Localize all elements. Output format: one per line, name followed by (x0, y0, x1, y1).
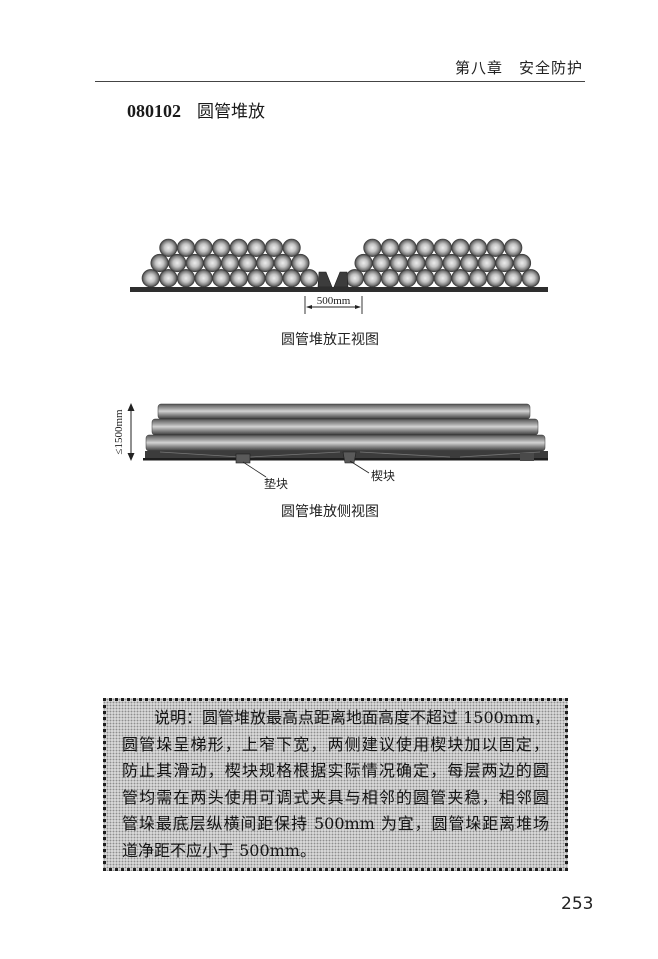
pipe-end (504, 269, 523, 288)
pad-label: 垫块 (264, 477, 289, 491)
support-brace (459, 451, 541, 458)
pipe-end (264, 238, 284, 257)
pipe-end (150, 253, 169, 273)
pipe-end (460, 253, 479, 273)
pad-leader-line (242, 461, 267, 478)
pipe-end (282, 238, 301, 257)
side-view-caption: 圆管堆放侧视图 (281, 504, 379, 520)
height-arrow-bottom (127, 453, 135, 461)
wedge-leader-line (349, 460, 370, 474)
pipe-end (416, 269, 435, 288)
pipe-end (203, 253, 222, 273)
support-brace (159, 451, 241, 458)
pipe-end (486, 269, 505, 288)
pipe-end (176, 269, 196, 288)
pipe-end (468, 269, 488, 288)
pipe-end (363, 269, 382, 288)
pipe-end (521, 269, 540, 288)
pipe-side-middle (151, 418, 539, 436)
pipe-end (300, 269, 319, 288)
front-view-illustration: 500mm (130, 238, 548, 314)
note-line: 道净距不应小于 500mm。 (122, 840, 316, 860)
dimension-arrow-right (355, 305, 361, 309)
pipe-end (380, 269, 400, 288)
pipe-end (433, 269, 452, 288)
pipe-end (264, 269, 284, 288)
page-number: 253 (561, 894, 594, 914)
wedge-block-left (317, 271, 333, 288)
pipe-end (273, 253, 292, 273)
pipe-end (380, 238, 400, 257)
dimension-arrow-left (306, 305, 312, 309)
pipe-end (416, 238, 435, 257)
header-rule (95, 81, 585, 82)
section-name: 圆管堆放 (197, 102, 265, 122)
pipe-end (451, 238, 470, 257)
pipe-end (212, 238, 231, 257)
pipe-end (229, 269, 248, 288)
pipe-side-bottom (145, 434, 546, 452)
pipe-end (389, 253, 408, 273)
height-dimension-label: ≤1500mm (113, 409, 125, 455)
pipe-end (229, 238, 248, 257)
pipe-end (468, 238, 488, 257)
pipe-end (442, 253, 461, 273)
chapter-header: 第八章 安全防护 (454, 59, 583, 77)
pipe-end (398, 269, 417, 288)
pipe-end (256, 253, 275, 273)
pipe-end (398, 238, 417, 257)
pipe-end (185, 253, 204, 273)
pipe-stacks-front (141, 238, 540, 288)
pipe-end (247, 238, 266, 257)
wedge-label: 楔块 (371, 469, 396, 483)
pipe-end (194, 238, 213, 257)
pipe-end (220, 253, 240, 273)
note-line: 管垛最底层纵横间距保持 500mm 为宜，圆管垛距离堆场 (122, 814, 549, 833)
pipe-end (477, 253, 496, 273)
note-line: 说明：圆管堆放最高点距离地面高度不超过 1500mm， (154, 708, 551, 727)
pipe-end (407, 253, 426, 273)
pipe-end (424, 253, 444, 273)
ground-bar (130, 287, 548, 292)
pipe-end (345, 269, 364, 288)
wedge-block-right (333, 271, 349, 288)
pipe-end (238, 253, 257, 273)
pipe-end (451, 269, 470, 288)
support-brace (359, 451, 451, 458)
support-block-end (520, 453, 534, 461)
pipe-end (176, 238, 196, 257)
pad-block (235, 453, 251, 464)
pipe-end (247, 269, 266, 288)
pipe-end (159, 269, 178, 288)
pipe-side-top (157, 403, 531, 420)
section-title: 080102 圆管堆放 (127, 97, 265, 122)
pipe-end (159, 238, 178, 257)
front-view-caption: 圆管堆放正视图 (281, 332, 379, 348)
pipe-end (372, 253, 391, 273)
pipe-end (512, 253, 532, 273)
pipe-end (504, 238, 523, 257)
pipe-end (354, 253, 373, 273)
pipe-end (433, 238, 452, 257)
note-box: 说明：圆管堆放最高点距离地面高度不超过 1500mm， 圆管垛呈梯形，上窄下宽，… (103, 698, 568, 871)
pipe-end (194, 269, 213, 288)
pipe-end (291, 253, 310, 273)
note-line: 管均需在两头使用可调式夹具与相邻的圆管夹稳，相邻圆 (122, 787, 549, 807)
dimension-label: 500mm (317, 295, 351, 307)
note-line: 防止其滑动，楔块规格根据实际情况确定，每层两边的圆 (122, 761, 549, 780)
support-brace (249, 451, 341, 458)
pipe-end (212, 269, 231, 288)
section-number: 080102 (127, 101, 181, 121)
wedge-block (342, 451, 357, 464)
pipe-end (495, 253, 514, 273)
pipe-end (168, 253, 187, 273)
pipe-end (363, 238, 382, 257)
side-view-illustration: ≤1500mm (113, 403, 548, 478)
note-line: 圆管垛呈梯形，上窄下宽，两侧建议使用楔块加以固定， (122, 734, 549, 754)
pipe-end (486, 238, 505, 257)
height-arrow-top (127, 403, 135, 411)
pipe-end (282, 269, 301, 288)
pipe-end (141, 269, 160, 288)
